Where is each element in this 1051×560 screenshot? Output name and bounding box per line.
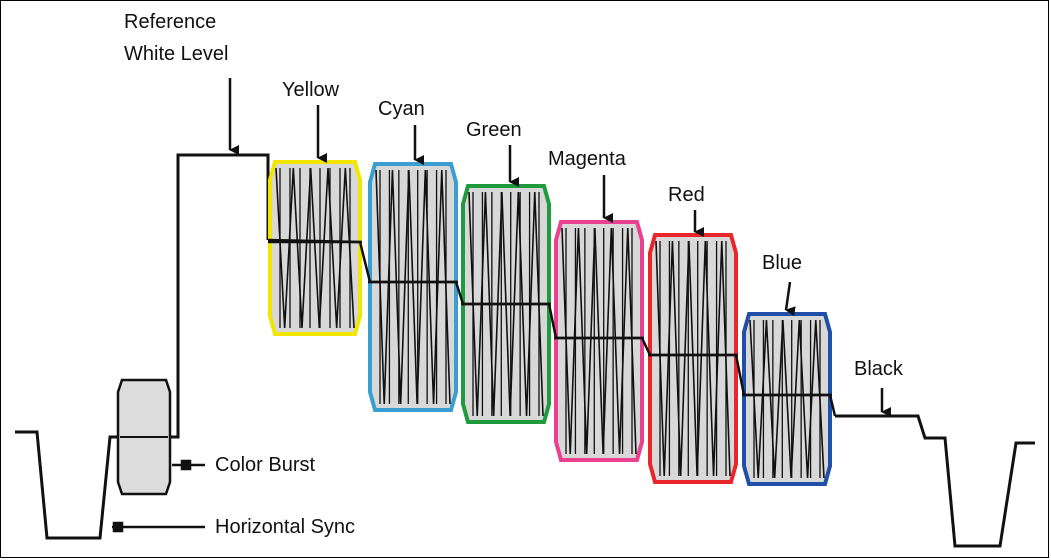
cyan-bar — [368, 162, 458, 412]
waveform-baseline — [15, 153, 270, 540]
red-bar — [648, 233, 738, 484]
cyan-label: Cyan — [378, 98, 425, 120]
color-burst-packet — [116, 378, 172, 496]
yellow-bar-subcarrier — [275, 167, 355, 329]
yellow-label: Yellow — [282, 79, 340, 101]
yellow-bar — [268, 160, 362, 336]
magenta-label: Magenta — [548, 148, 626, 170]
cyan-bar-subcarrier — [375, 169, 451, 405]
red-label: Red — [668, 184, 705, 206]
leader-lines — [112, 459, 205, 533]
pointer-arrows — [228, 78, 891, 417]
reference-white-label-line1: Reference — [124, 11, 217, 33]
green-label: Green — [466, 119, 522, 141]
black-label: Black — [854, 358, 903, 380]
blue-bar — [742, 312, 832, 486]
color-burst-label: Color Burst — [215, 454, 316, 476]
waveform-black-level — [835, 414, 1035, 548]
color-bars — [267, 160, 837, 486]
reference-white-label-line2: White Level — [124, 43, 229, 65]
magenta-bar — [554, 220, 644, 462]
blue-arrow — [784, 281, 796, 317]
red-bar-subcarrier — [655, 240, 731, 477]
blue-label: Blue — [762, 252, 803, 274]
blue-bar-subcarrier — [749, 319, 825, 479]
luminance-staircase — [267, 238, 837, 417]
magenta-bar-subcarrier — [561, 227, 637, 455]
horizontal-sync-label: Horizontal Sync — [215, 516, 356, 538]
